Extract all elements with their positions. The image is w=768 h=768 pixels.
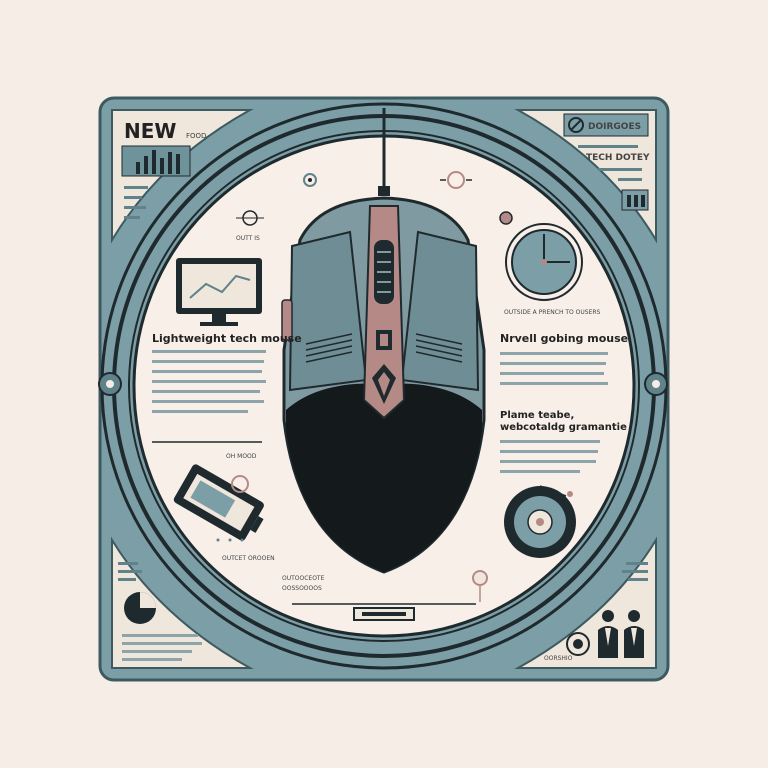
pie-chart-icon bbox=[124, 592, 156, 624]
side-vents-right bbox=[415, 333, 463, 363]
mouse-palm bbox=[286, 383, 482, 572]
dot-icon-top-left bbox=[303, 173, 317, 187]
top-right-header bbox=[563, 113, 649, 137]
right-paragraph bbox=[500, 352, 608, 385]
bar-chart-icon bbox=[121, 145, 191, 177]
dot-icon-top-right bbox=[440, 171, 472, 189]
gauge-icon bbox=[505, 223, 583, 301]
wide-bars-icon bbox=[621, 189, 649, 211]
left-paragraph bbox=[152, 350, 266, 413]
small-dot-bottom-right bbox=[472, 570, 488, 602]
gear-icon bbox=[566, 632, 590, 656]
right-caption-top: OUTSIDE A PRENCH TO OUSERS bbox=[504, 309, 601, 316]
top-left-list bbox=[124, 186, 148, 219]
new-badge-sub: FOOD bbox=[186, 132, 206, 140]
right-paragraph-2 bbox=[500, 440, 600, 473]
right-heading-2-line1: Plame teabe, bbox=[500, 410, 574, 421]
side-button-left bbox=[281, 299, 293, 341]
people-icon bbox=[598, 610, 644, 658]
battery-icon bbox=[173, 464, 264, 541]
small-dot-right bbox=[499, 211, 513, 225]
side-vents-left bbox=[305, 333, 353, 363]
monitor-chart-icon bbox=[176, 258, 262, 326]
right-heading: Nrvell gobing mouse bbox=[500, 332, 628, 345]
bottom-right-caption: OORSHIO bbox=[544, 655, 573, 662]
bolt-right-icon bbox=[644, 372, 668, 396]
bottom-center-caption-1: OUTOOCEOTE bbox=[282, 575, 325, 582]
bottom-center-caption-2: OOSSOOOOS bbox=[282, 585, 322, 592]
left-caption-top: OUTT IS bbox=[236, 235, 260, 242]
corner-panel-bottom-right bbox=[514, 536, 657, 669]
new-badge: NEW bbox=[124, 119, 176, 143]
bolt-left-icon bbox=[98, 372, 122, 396]
top-right-lines bbox=[578, 145, 642, 181]
small-gauge-left bbox=[236, 210, 264, 226]
corner-panel-top-right bbox=[514, 109, 657, 244]
bottom-right-lines-top bbox=[622, 562, 648, 581]
right-heading-2-line2: webcotaldg gramantie bbox=[500, 422, 627, 433]
top-right-title: DOIRGOES bbox=[588, 122, 641, 132]
mouse-illustration bbox=[281, 196, 486, 574]
bottom-left-lines bbox=[122, 634, 202, 661]
top-right-subtitle: TECH DOTEY bbox=[586, 153, 650, 163]
left-caption-mid: OH MOOD bbox=[226, 453, 257, 460]
left-caption-bottom: OUTCET OROOEN bbox=[222, 555, 275, 562]
left-heading: Lightweight tech mouse bbox=[152, 332, 302, 345]
left-mini-dots bbox=[216, 538, 244, 542]
bottom-left-lines-top bbox=[118, 562, 142, 581]
dial-icon bbox=[504, 485, 576, 558]
